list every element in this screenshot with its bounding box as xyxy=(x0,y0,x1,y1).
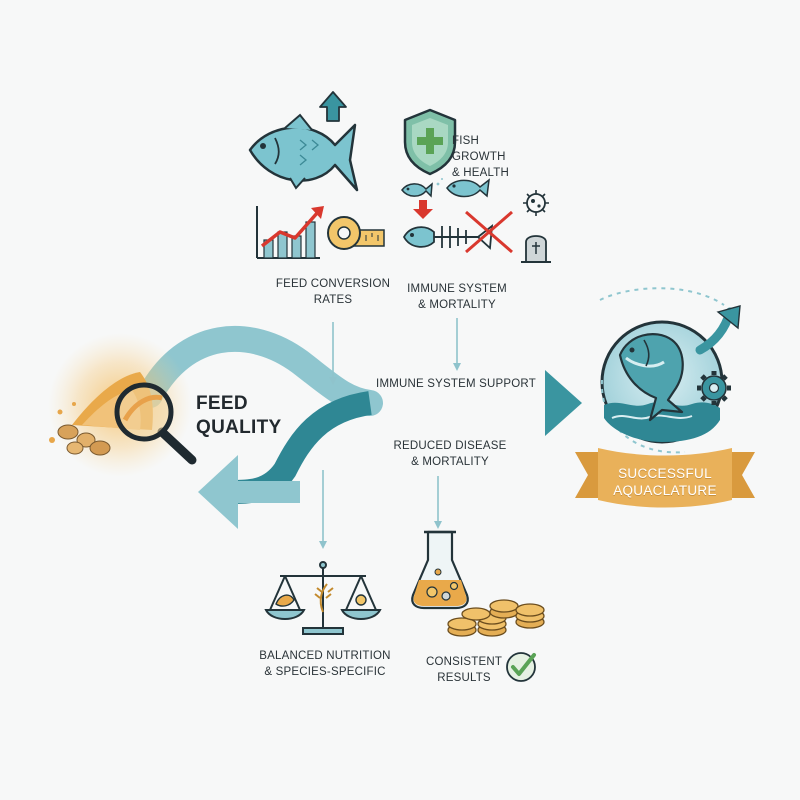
feed-conversion-label: FEED CONVERSION RATES xyxy=(254,276,412,308)
immune-mortality-label: IMMUNE SYSTEM & MORTALITY xyxy=(400,281,514,313)
jumping-fish-icon xyxy=(618,333,684,422)
flask-icon xyxy=(411,530,469,610)
banner-line-1: Successful xyxy=(618,466,712,481)
fish-growth-line-1: FISH GROWTH xyxy=(452,135,506,163)
immune-mortality-line-1: IMMUNE SYSTEM xyxy=(407,283,507,295)
fish-growth-icon xyxy=(248,113,359,192)
success-banner xyxy=(575,448,755,508)
feed-quality-title: FEED QUALITY xyxy=(196,392,306,440)
tombstone-icon xyxy=(521,235,551,263)
growth-arrow-icon xyxy=(695,305,741,355)
balanced-nutrition-line-2: & SPECIES-SPECIFIC xyxy=(264,666,386,678)
left-arrow-head xyxy=(198,455,238,529)
consistent-results-line-1: CONSISTENT xyxy=(425,656,503,668)
balance-scale-icon xyxy=(264,561,382,635)
virus-icon xyxy=(523,190,549,216)
reduced-disease-line-2: & MORTALITY xyxy=(411,456,489,468)
down-arrow-red-icon xyxy=(413,200,433,219)
check-circle-icon xyxy=(506,652,536,682)
consistent-results-label: CONSISTENT RESULTS xyxy=(424,654,504,686)
balanced-nutrition-label: BALANCED NUTRITION & SPECIES-SPECIFIC xyxy=(246,648,404,680)
balanced-nutrition-line-1: BALANCED NUTRITION xyxy=(259,650,391,662)
fish-skeleton-icon xyxy=(402,224,494,250)
upper-loop-arrow xyxy=(137,325,383,416)
reduced-disease-label: REDUCED DISEASE & MORTALITY xyxy=(392,438,508,470)
main-arrow-head xyxy=(545,370,582,436)
title-line-1: FEED xyxy=(196,393,248,414)
small-fish-icon xyxy=(401,178,490,198)
fish-growth-line-2: & HEALTH xyxy=(452,167,509,179)
consistent-results-line-2: RESULTS xyxy=(437,672,491,684)
immune-mortality-line-2: & MORTALITY xyxy=(418,299,496,311)
connector-arrows xyxy=(319,318,461,549)
immune-support-label: IMMUNE SYSTEM SUPPORT xyxy=(368,376,544,392)
fish-growth-label: FISH GROWTH & HEALTH xyxy=(452,133,532,181)
shield-health-icon xyxy=(403,108,457,176)
cross-mark-icon xyxy=(465,210,513,254)
reduced-disease-line-1: REDUCED DISEASE xyxy=(393,440,507,452)
up-arrow-icon xyxy=(319,91,347,122)
feed-conversion-line-2: RATES xyxy=(313,294,353,306)
feed-conversion-line-1: FEED CONVERSION xyxy=(275,278,391,290)
banner-text: Successful Aquaclature xyxy=(604,465,726,499)
growth-chart-icon xyxy=(256,206,324,259)
coin-stack-icon xyxy=(447,599,545,637)
title-line-2: QUALITY xyxy=(196,417,282,438)
banner-line-2: Aquaclature xyxy=(613,483,717,498)
immune-support-text: IMMUNE SYSTEM SUPPORT xyxy=(376,378,536,390)
flow-arrows xyxy=(137,325,582,529)
magnifier-icon xyxy=(114,382,197,465)
gear-icon xyxy=(697,371,731,405)
measuring-tape-icon xyxy=(327,216,385,250)
